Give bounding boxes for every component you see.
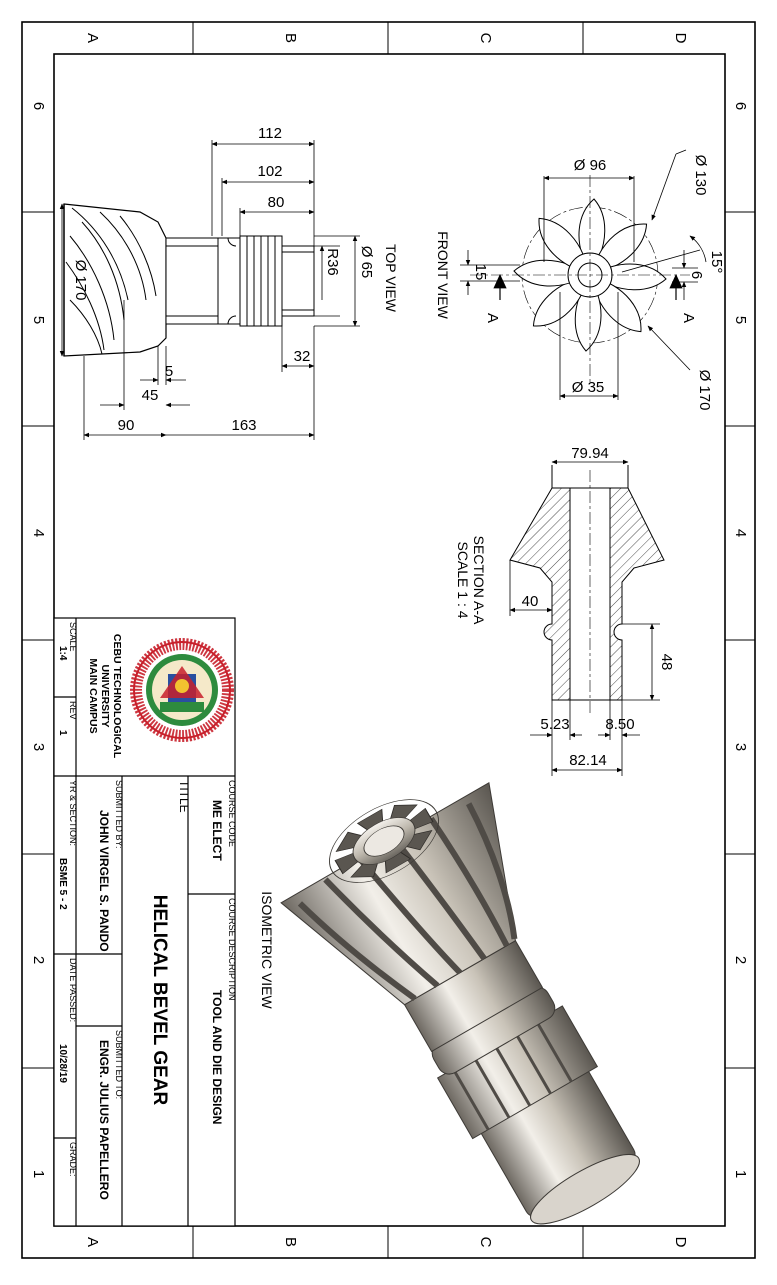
title-label: TITLE <box>177 780 191 813</box>
submitted-by-label: SUBMITTED BY: <box>114 780 124 849</box>
title-block-text: SCALE 1:4 REV 1 CEBU TECHNOLOGICAL UNIVE… <box>57 622 237 1200</box>
drawing-title: HELICAL BEVEL GEAR <box>149 895 170 1106</box>
section-view-dim-labels: 79.94 40 48 5.23 8.50 82.14 <box>522 445 675 769</box>
dim-dia130: Ø 130 <box>692 155 709 196</box>
course-code-label: COURSE CODE <box>227 780 237 847</box>
submitted-by-value: JOHN VIRGEL S. PANDO <box>97 810 111 952</box>
date-passed-value: 10/28/19 <box>57 1044 68 1083</box>
front-view-dim-labels: Ø 96 Ø 130 Ø 35 Ø 170 15° 15 6 A A <box>472 155 725 411</box>
dim-5-23: 5.23 <box>540 716 569 733</box>
dim-45: 45 <box>142 387 159 404</box>
school-name-line2: UNIVERSITY <box>99 664 111 727</box>
scale-value: 1:4 <box>57 646 68 661</box>
zone-labels: A B C D A B C D 6 5 4 3 2 1 6 5 4 3 2 1 <box>30 33 749 1248</box>
top-view-dimensions <box>59 140 360 440</box>
zone-row-4-right: 4 <box>732 529 749 537</box>
dim-163: 163 <box>231 417 256 434</box>
front-view-drawing <box>470 175 690 385</box>
zone-row-4-left: 4 <box>30 529 47 537</box>
front-view-dimensions <box>460 149 707 400</box>
school-name-line1: CEBU TECHNOLOGICAL <box>111 634 123 759</box>
zone-row-3-right: 3 <box>732 743 749 751</box>
dim-r36: R36 <box>324 248 341 276</box>
school-name-line3: MAIN CAMPUS <box>87 658 99 733</box>
zone-row-6-left: 6 <box>30 102 47 110</box>
dim-102: 102 <box>257 163 282 180</box>
dim-82-14: 82.14 <box>569 752 607 769</box>
dim-48: 48 <box>658 654 675 671</box>
dim-15: 15 <box>472 264 489 281</box>
zone-col-c-bottom: C <box>477 1237 494 1248</box>
dim-32: 32 <box>294 348 311 365</box>
scale-label: SCALE <box>68 622 78 652</box>
dim-dia170-side: Ø 170 <box>72 260 89 301</box>
yr-section-label: YR & SECTION: <box>68 780 78 846</box>
rev-value: 1 <box>57 730 68 736</box>
isometric-render <box>280 781 640 1225</box>
zone-row-1-right: 1 <box>732 1170 749 1178</box>
university-seal-logo <box>130 638 234 742</box>
date-passed-label: DATE PASSED: <box>68 958 78 1022</box>
zone-col-a-top: A <box>84 33 101 43</box>
section-scale: SCALE 1 : 4 <box>455 541 471 618</box>
section-title: SECTION A-A <box>471 536 487 625</box>
course-desc-value: TOOL AND DIE DESIGN <box>210 990 224 1124</box>
section-marker-left: A <box>484 313 501 323</box>
dim-79-94: 79.94 <box>571 445 609 462</box>
zone-row-2-left: 2 <box>30 956 47 964</box>
zone-row-3-left: 3 <box>30 743 47 751</box>
dim-6: 6 <box>688 271 705 279</box>
top-view-label: TOP VIEW <box>383 244 399 313</box>
sheet-border <box>21 21 756 1259</box>
dim-112: 112 <box>258 125 282 142</box>
zone-col-d-top: D <box>672 33 689 44</box>
front-view-label: FRONT VIEW <box>435 231 451 319</box>
top-view-drawing <box>63 203 315 357</box>
section-view-dimensions <box>509 459 660 776</box>
yr-section-value: BSME 5 - 2 <box>57 858 68 910</box>
dim-dia96: Ø 96 <box>574 157 607 174</box>
course-desc-label: COURSE DESCRIPTION <box>227 898 237 1001</box>
submitted-to-label: SUBMITTED TO: <box>114 1030 124 1099</box>
grade-label: GRADE: <box>68 1142 78 1177</box>
section-marker-right: A <box>680 313 697 323</box>
dim-dia170-front: Ø 170 <box>696 370 713 411</box>
submitted-to-value: ENGR. JULIUS PAPELLERO <box>97 1040 111 1200</box>
zone-col-c-top: C <box>477 33 494 44</box>
zone-col-d-bottom: D <box>672 1237 689 1248</box>
zone-row-1-left: 1 <box>30 1170 47 1178</box>
zone-row-2-right: 2 <box>732 956 749 964</box>
rev-label: REV <box>68 701 78 720</box>
zone-col-b-bottom: B <box>282 1237 299 1247</box>
zone-row-5-left: 5 <box>30 316 47 324</box>
zone-row-6-right: 6 <box>732 102 749 110</box>
section-view-drawing <box>509 465 665 716</box>
dim-dia35: Ø 35 <box>572 379 605 396</box>
dim-5: 5 <box>165 363 173 380</box>
dim-80: 80 <box>268 194 285 211</box>
zone-col-b-top: B <box>282 33 299 43</box>
zone-row-5-right: 5 <box>732 316 749 324</box>
dim-dia65: Ø 65 <box>358 246 375 279</box>
isometric-view-label: ISOMETRIC VIEW <box>259 891 275 1009</box>
zone-col-a-bottom: A <box>84 1237 101 1247</box>
dim-40: 40 <box>522 593 539 610</box>
dim-90: 90 <box>118 417 135 434</box>
top-view-dim-labels: 112 102 80 Ø 170 R36 Ø 65 32 5 45 90 163 <box>72 125 375 434</box>
dim-angle-15: 15° <box>708 251 725 274</box>
course-code-value: ME ELECT <box>210 800 224 861</box>
dim-8-50: 8.50 <box>605 716 634 733</box>
